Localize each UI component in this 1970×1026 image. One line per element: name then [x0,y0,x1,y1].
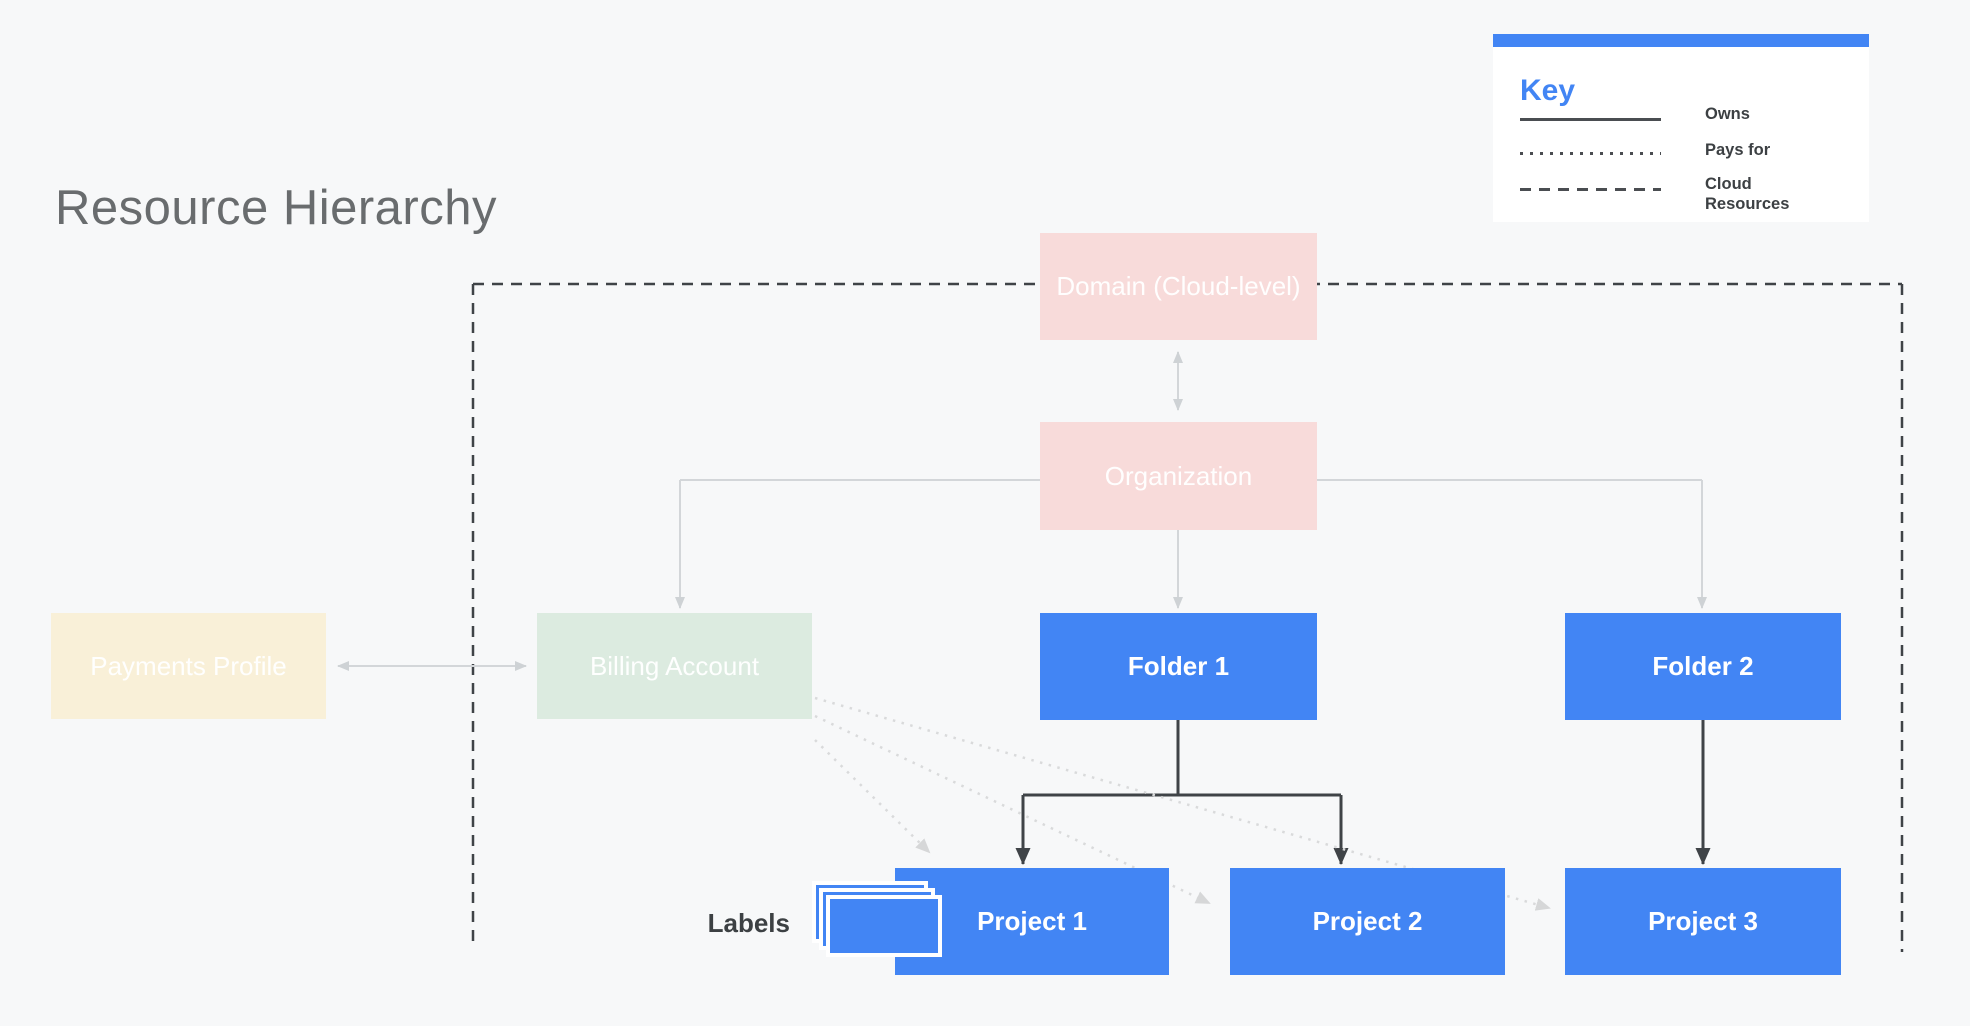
node-billing-account: Billing Account [537,613,812,719]
labels-card-front [826,895,942,957]
node-domain-label: Domain (Cloud-level) [1056,271,1301,301]
billing-to-project3-dotted [814,696,1551,911]
node-project-3-label: Project 3 [1648,906,1758,936]
node-project-2-label: Project 2 [1312,906,1423,936]
node-folder-1: Folder 1 [1040,613,1317,720]
labels-caption: Labels [707,908,790,938]
key-label-owns: Owns [1705,105,1750,123]
node-organization: Organization [1040,422,1317,530]
labels-stack-icon [812,881,952,971]
node-folder-1-label: Folder 1 [1127,651,1230,681]
pays-for-connectors [814,696,1551,911]
page-title: Resource Hierarchy [55,181,497,235]
node-folder-2: Folder 2 [1565,613,1841,720]
key-panel: Key Owns Pays for Cloud Resources [1493,34,1869,222]
folder-project-connectors [1015,720,1711,865]
node-billing-account-label: Billing Account [589,650,760,681]
node-folder-2-label: Folder 2 [1652,651,1754,681]
key-dotted-line-sample [1520,152,1661,155]
billing-to-project2-dotted [814,714,1211,905]
node-project-2: Project 2 [1230,868,1505,975]
key-top-bar [1493,34,1869,47]
key-dashed-line-sample [1520,188,1661,191]
key-label-cloud-resources: Cloud Resources [1705,175,1790,213]
key-solid-line-sample [1520,118,1661,121]
key-label-pays-for: Pays for [1705,141,1771,159]
node-domain: Domain (Cloud-level) [1040,233,1317,340]
node-payments-profile-label: Payments Profile [90,650,287,681]
billing-to-project1-dotted [814,739,931,854]
node-organization-label: Organization [1104,460,1253,491]
cloud-resources-boundary [471,282,1904,952]
key-heading: Key [1520,74,1576,107]
node-project-1-label: Project 1 [977,906,1087,936]
folder1-branch-line [1023,720,1341,797]
node-project-3: Project 3 [1565,868,1841,975]
node-payments-profile: Payments Profile [51,613,326,719]
